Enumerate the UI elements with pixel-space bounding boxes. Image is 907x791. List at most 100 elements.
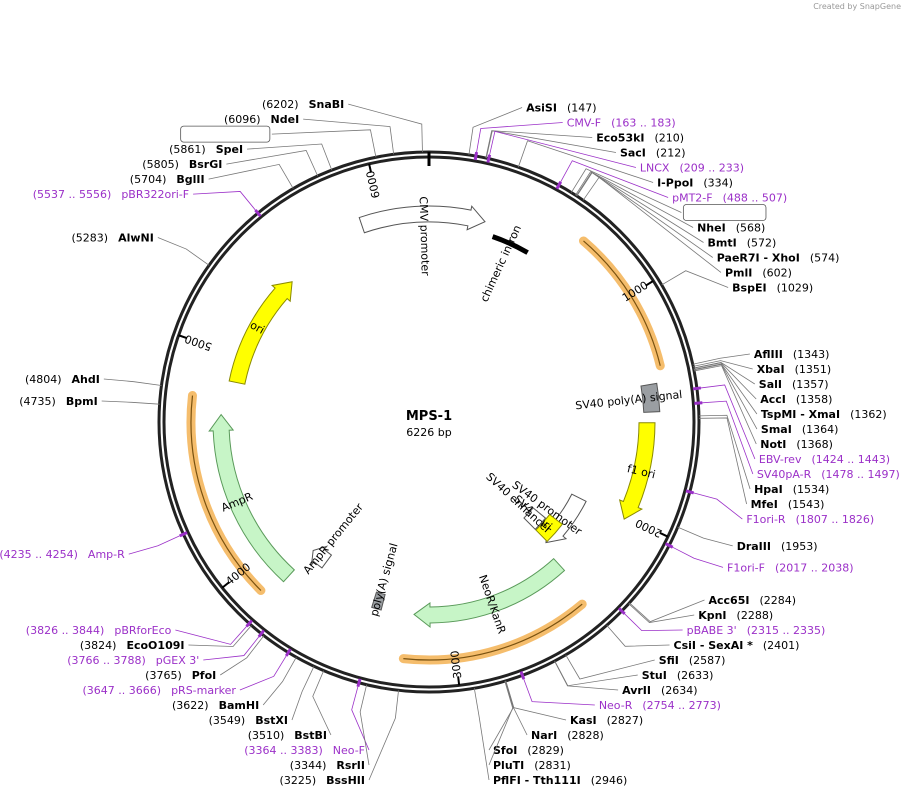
site-position: (568)	[736, 221, 766, 234]
site-position: (6096)	[224, 113, 261, 126]
site-name: CsiI - SexAI *	[674, 639, 754, 652]
site-leader-line	[575, 171, 694, 228]
site-position: (1364)	[802, 423, 839, 436]
plasmid-size: 6226 bp	[406, 426, 451, 439]
site-position: (334)	[703, 176, 733, 189]
site-position: (3647 .. 3666)	[83, 684, 162, 697]
site-name: pBABE 3'	[687, 624, 737, 637]
site-leader-line	[694, 365, 757, 445]
site-leader-line	[468, 107, 523, 156]
site-label: (3622) BamHI	[172, 699, 259, 712]
tick-mark	[221, 581, 230, 589]
site-rsrii: (3344)RsrII	[290, 684, 370, 772]
site-label: (3344)RsrII	[290, 759, 365, 772]
feature-ampr-promoter	[310, 545, 333, 569]
site-label: (4235 .. 4254)Amp-R	[0, 548, 125, 561]
site-ecoo109i: (3824)EcoO109I	[80, 625, 252, 652]
site-csii-sexai: CsiI - SexAI *(2401)	[606, 624, 799, 652]
site-name: AlwNI	[118, 231, 154, 244]
site-position: (4804)	[25, 373, 62, 386]
site-leader-line	[226, 150, 319, 177]
site-position: (212)	[656, 146, 686, 159]
site-name: AvrII	[622, 684, 651, 697]
orange-strand	[190, 395, 262, 591]
site-label: HpaI(1534)	[754, 483, 829, 496]
site-position: (3344)	[290, 759, 327, 772]
site-position: (1343)	[793, 348, 830, 361]
site-position: (3364 .. 3383)	[244, 744, 323, 757]
site-leader-line	[576, 171, 704, 243]
site-pmt2-f: pMT2-F(488 .. 507)	[555, 160, 787, 204]
site-leader-line	[582, 176, 722, 273]
plasmid-name: MPS-1	[406, 409, 452, 424]
site-position: (2754 .. 2773)	[642, 699, 721, 712]
site-position: (1424 .. 1443)	[811, 453, 890, 466]
site-ebv-rev: EBV-rev(1424 .. 1443)	[692, 384, 890, 466]
site-label: PmlI(602)	[725, 266, 792, 279]
primer-mark	[685, 489, 695, 495]
site-afliii: AflIII (1343)	[692, 348, 830, 365]
site-leader-line	[271, 129, 377, 158]
site-label: (4804)AhdI	[25, 373, 100, 386]
site-leader-line	[621, 610, 683, 632]
feature-cmv-promoter	[358, 205, 486, 234]
primer-mark	[692, 386, 702, 391]
site-leader-line	[368, 690, 399, 781]
site-label: XbaI(1351)	[757, 363, 831, 376]
site-paer7i-xhoi: PaeR7I - XhoI(574)	[576, 172, 839, 264]
site-leader-line	[303, 118, 395, 155]
site-position: (2587)	[689, 654, 726, 667]
site-position: (3549)	[209, 714, 246, 727]
site-name: Amp-R	[88, 548, 125, 561]
site-name: pMT2-F	[672, 191, 713, 204]
site-position: (2831)	[534, 759, 571, 772]
site-leader-line	[485, 130, 593, 159]
site-leader-line	[348, 103, 423, 153]
site-position: (2284)	[759, 594, 796, 607]
site-label: pMT2-F(488 .. 507)	[672, 191, 787, 204]
site-position: (2828)	[567, 729, 604, 742]
site-neo-r: Neo-R(2754 .. 2773)	[519, 671, 721, 712]
primer-mark	[664, 542, 674, 549]
site-position: (1368)	[796, 438, 833, 451]
site-position: (3766 .. 3788)	[67, 654, 146, 667]
site-leader-line	[628, 603, 695, 623]
site-label: PluTI(2831)	[493, 759, 571, 772]
site-label: (6202)SnaBI	[262, 98, 344, 111]
site-position: (5805)	[142, 158, 179, 171]
site-name: Acc65I	[708, 594, 749, 607]
feature-sv40-poly-a-signal	[640, 382, 661, 413]
site-label: (3765)PfoI	[145, 669, 216, 682]
site-name: AflIII	[754, 348, 783, 361]
site-position: (3622)	[172, 699, 209, 712]
site-name: BamHI	[219, 699, 260, 712]
site-position: (147)	[567, 101, 597, 114]
tick-label: 3000	[448, 650, 464, 679]
site-label: (3364 .. 3383) Neo-F	[244, 744, 365, 757]
site-label: SalI(1357)	[759, 378, 829, 391]
credit-label: Created by SnapGene	[813, 2, 901, 11]
site-leader-line	[517, 140, 654, 183]
site-name: SacI	[620, 146, 646, 159]
site-label: (6096)NdeI	[224, 113, 299, 126]
site-leader-line	[661, 270, 729, 288]
site-leader-line	[698, 417, 747, 505]
site-bmti: BmtI(572)	[576, 171, 776, 249]
feature-label-f1-ori: f1 ori	[626, 462, 657, 481]
site-f1ori-f: F1ori-F(2017 .. 2038)	[664, 542, 854, 574]
site-name: BspEI	[732, 281, 766, 294]
site-label: pBABE 3'(2315 .. 2335)	[687, 624, 826, 637]
site-label: F1ori-R(1807 .. 1826)	[746, 513, 874, 526]
site-leader-line	[208, 163, 294, 189]
site-bspei: BspEI (1029)	[661, 270, 814, 294]
site-name: CMV-F	[567, 116, 601, 129]
site-sv40pa-r: SV40pA-R(1478 .. 1497)	[694, 400, 900, 481]
site-leader-line	[351, 682, 370, 751]
primer-mark	[254, 209, 262, 218]
site-leader-line	[677, 526, 733, 547]
primer-mark	[519, 671, 526, 680]
site-name: Neo-F	[333, 744, 365, 757]
site-position: (1029)	[777, 281, 814, 294]
site-leader-line	[247, 143, 333, 171]
site-position: (5704)	[130, 173, 167, 186]
